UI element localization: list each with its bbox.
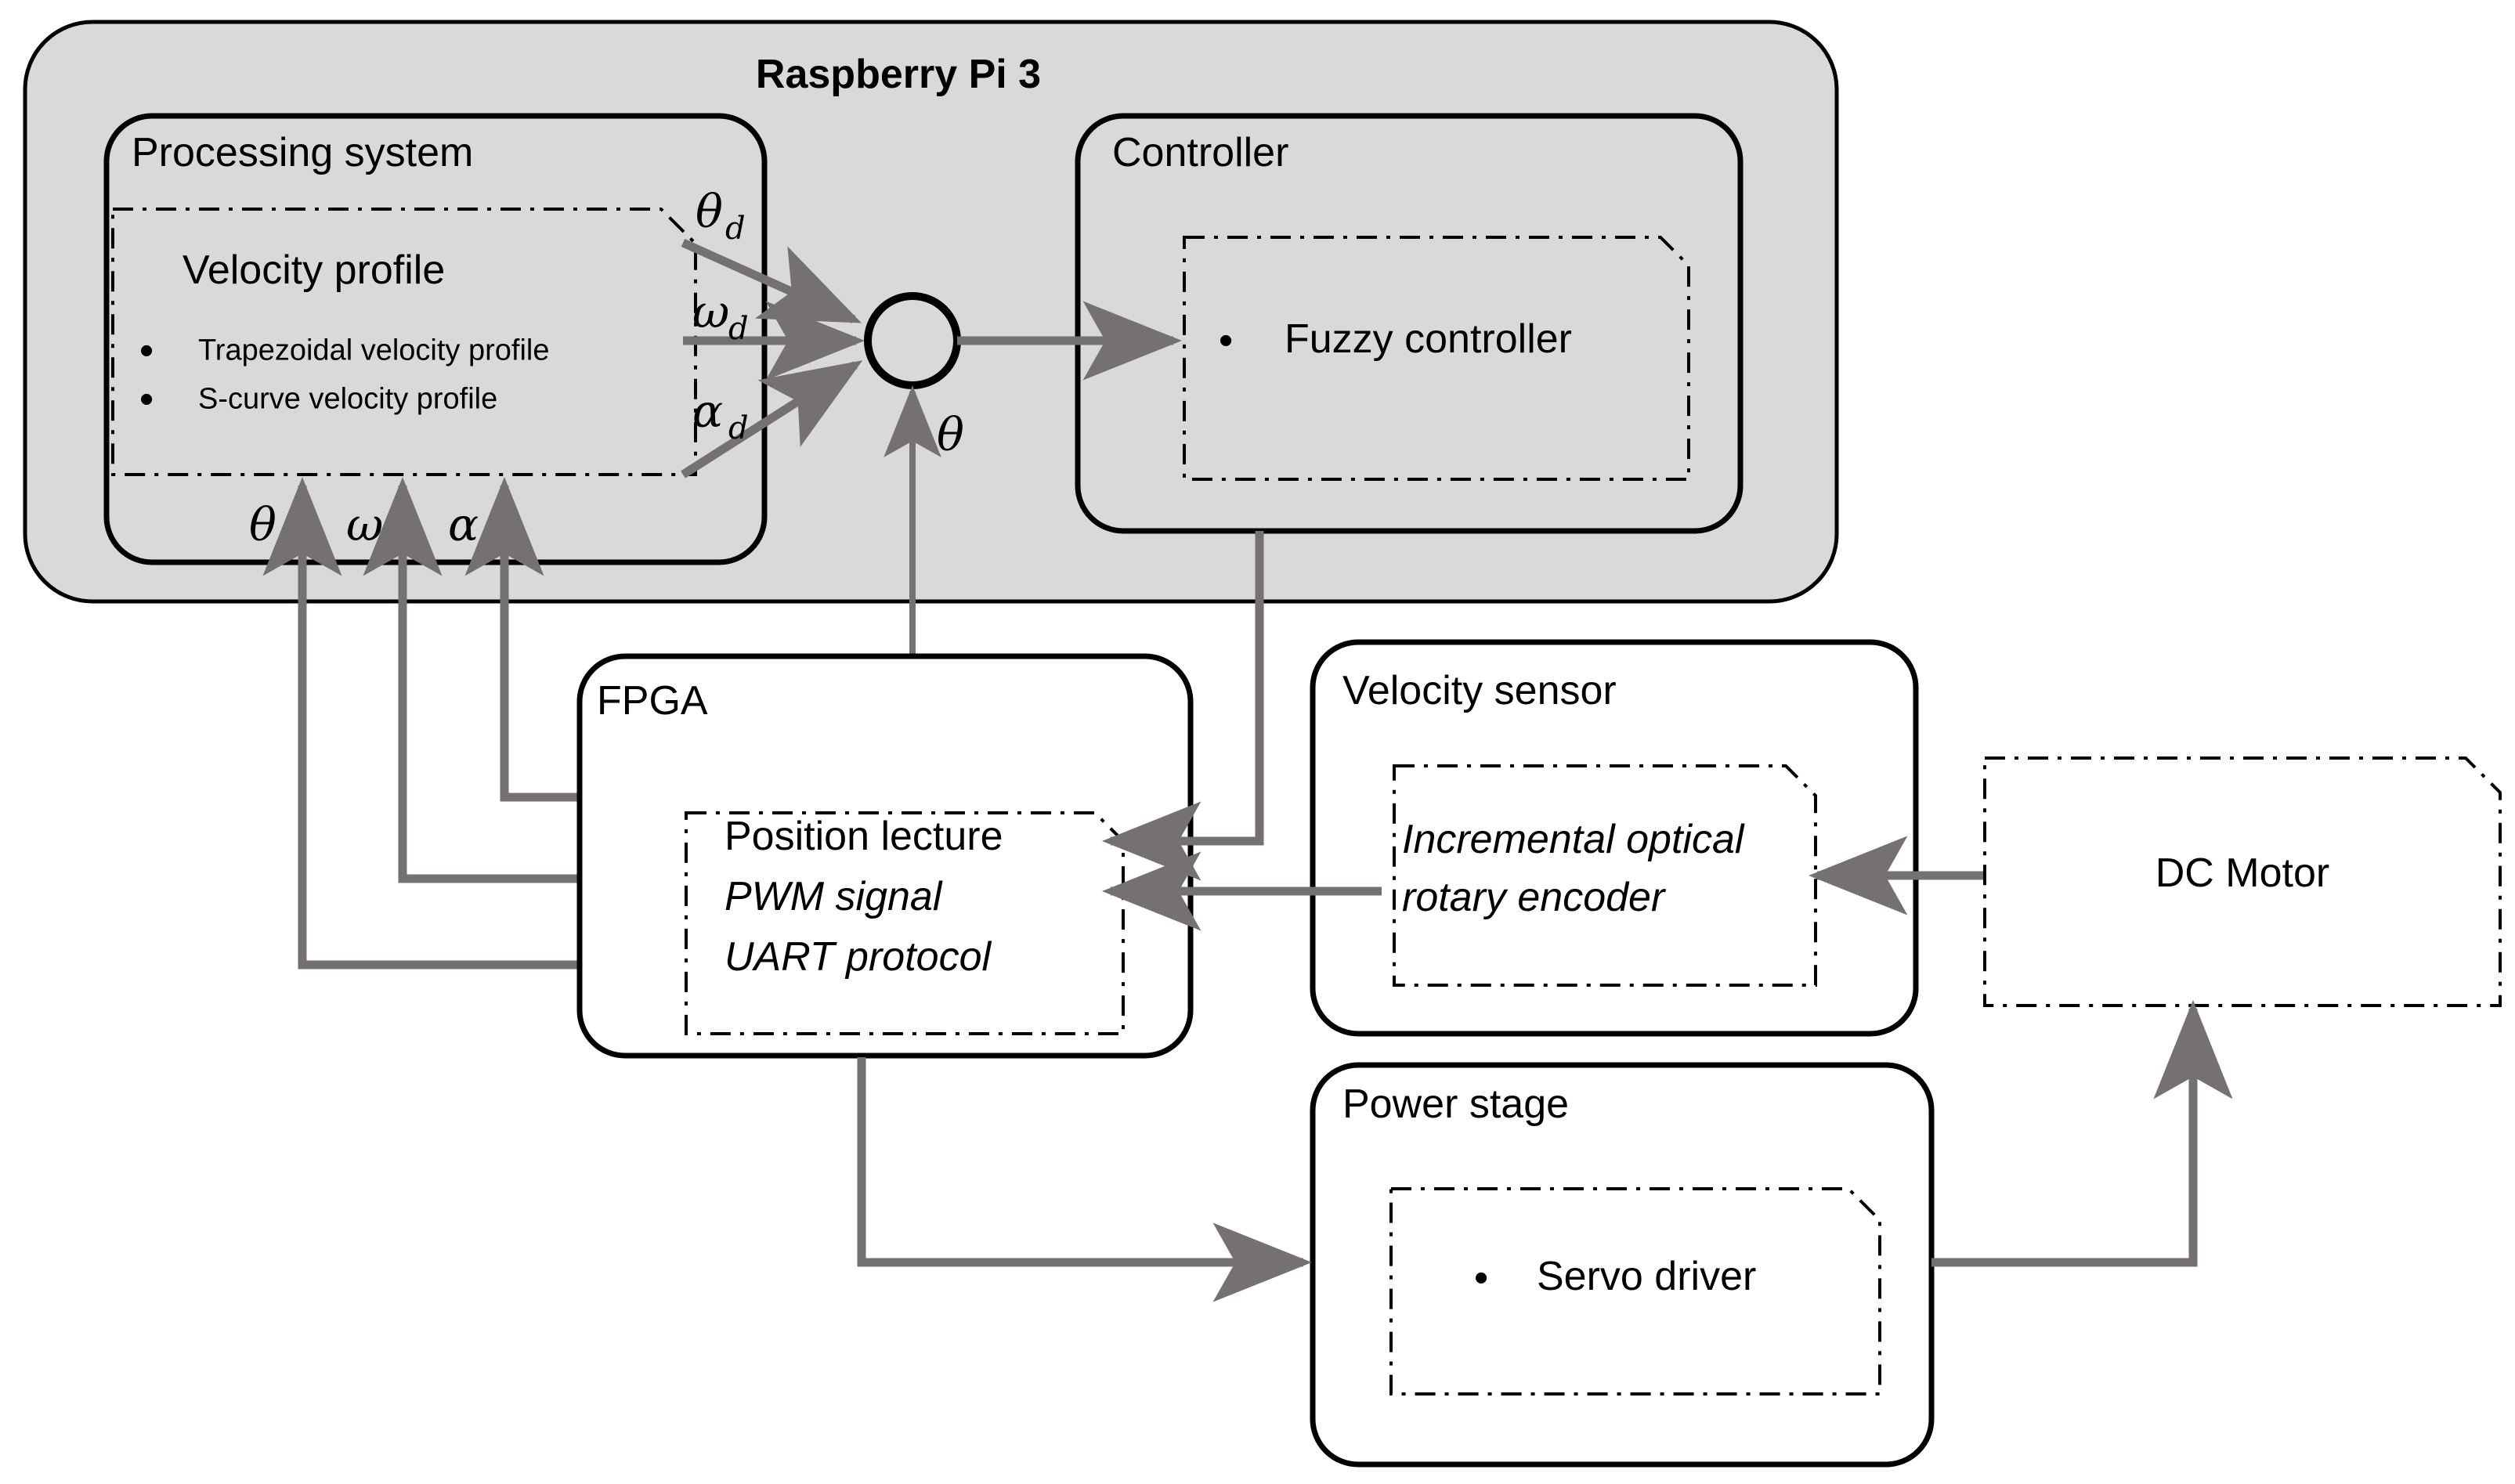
velocity-sensor-line-0: Incremental optical	[1402, 817, 1745, 862]
label-omega-d: ω d	[692, 285, 749, 347]
velocity-profile-bullet-0-glyph: •	[139, 328, 154, 374]
fpga-line-1: PWM signal	[725, 874, 943, 919]
svg-text:d: d	[728, 311, 749, 347]
wire-alpha-d	[681, 360, 863, 478]
svg-text:α: α	[692, 385, 723, 438]
dc-motor-box	[1983, 756, 2502, 1007]
velocity-profile-bullet-1: S-curve velocity profile	[198, 382, 497, 415]
label-theta-d: θ d	[696, 185, 746, 247]
fpga-title: FPGA	[597, 678, 708, 724]
velocity-sensor-line-1: rotary encoder	[1402, 875, 1667, 920]
velocity-profile-bullet-0: Trapezoidal velocity profile	[198, 334, 549, 366]
fuzzy-controller-bullet-glyph: •	[1219, 318, 1233, 363]
wire-fpga-to-power-stage	[857, 1057, 1312, 1302]
velocity-profile-bullet-1-glyph: •	[139, 377, 154, 422]
servo-driver-label: Servo driver	[1537, 1254, 1756, 1299]
velocity-sensor-title: Velocity sensor	[1342, 668, 1617, 713]
label-theta-up: θ	[249, 498, 276, 551]
svg-text:d: d	[725, 211, 746, 247]
wire-power-stage-to-motor	[1931, 1000, 2233, 1267]
wire-controller-to-fpga	[1102, 531, 1264, 881]
svg-text:θ: θ	[696, 185, 723, 238]
fuzzy-controller-subbox	[1183, 236, 1690, 481]
raspberry-pi-title: Raspberry Pi 3	[756, 52, 1041, 97]
label-alpha-d: α d	[692, 385, 749, 446]
controller-box	[1075, 113, 1744, 534]
servo-driver-bullet-glyph: •	[1474, 1255, 1488, 1301]
dc-motor-title: DC Motor	[2155, 850, 2329, 896]
velocity-profile-title: Velocity profile	[182, 247, 445, 293]
label-theta-feedback: θ	[937, 408, 964, 461]
velocity-sensor-box	[1310, 639, 1919, 1037]
svg-text:ω: ω	[692, 285, 729, 338]
label-alpha-up: α	[448, 498, 479, 551]
svg-text:d: d	[728, 410, 749, 446]
summing-junction	[864, 292, 961, 389]
fpga-line-2: UART protocol	[725, 934, 992, 980]
power-stage-title: Power stage	[1342, 1081, 1569, 1127]
processing-system-title: Processing system	[132, 130, 473, 175]
fpga-line-0: Position lecture	[725, 814, 1003, 859]
controller-title: Controller	[1112, 130, 1288, 175]
label-omega-up: ω	[346, 498, 383, 551]
velocity-profile-subbox	[111, 208, 697, 476]
fuzzy-controller-label: Fuzzy controller	[1285, 316, 1572, 362]
